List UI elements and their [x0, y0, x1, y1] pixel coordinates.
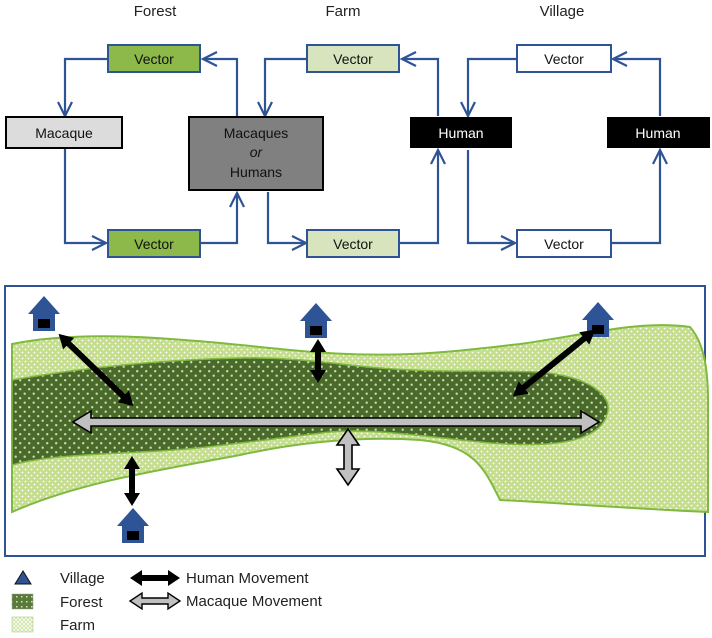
forest-zone	[11, 357, 609, 466]
forest-swatch-icon	[11, 593, 34, 610]
village-vector-bottom-box: Vector	[516, 229, 612, 258]
arrow-village-vector-to-village-human	[612, 147, 668, 245]
forest-vector-top-label: Vector	[134, 51, 174, 67]
arrow-mixed-to-farm-vector	[266, 192, 309, 251]
farm-swatch-icon	[11, 616, 34, 633]
human-movement-legend-icon	[130, 570, 180, 586]
legend-macaque-movement: Macaque Movement	[128, 591, 323, 611]
farm-vector-top-box: Vector	[306, 44, 400, 73]
village-human-label: Human	[635, 125, 680, 141]
mixed-host-line1: Macaques	[224, 125, 289, 141]
arrow-farm-vector-to-human	[400, 147, 446, 245]
arrow-forest-vector-to-mixed	[201, 190, 245, 245]
macaque-box: Macaque	[5, 116, 123, 149]
arrow-human-to-farm-vector	[399, 51, 440, 116]
village-vector-top-box: Vector	[516, 44, 612, 73]
legend: Village Forest Farm Human Movement Macaq…	[11, 570, 323, 634]
arrow-mixed-to-forest-vector	[200, 51, 239, 117]
village-human-box: Human	[607, 117, 710, 148]
mixed-host-box: Macaques or Humans	[188, 116, 324, 191]
human-movement-arrow	[512, 329, 596, 397]
forest-vector-top-box: Vector	[107, 44, 201, 73]
village-triangle-icon	[14, 570, 32, 585]
legend-macaque-movement-label: Macaque Movement	[186, 593, 323, 610]
human-movement-arrows	[58, 329, 596, 506]
legend-human-movement-label: Human Movement	[186, 570, 309, 587]
farm-vector-bottom-box: Vector	[306, 229, 400, 258]
arrow-village-vector-to-farm-human	[460, 57, 516, 119]
column-title-forest: Forest	[134, 3, 177, 20]
forest-vector-bottom-box: Vector	[107, 229, 201, 258]
macaque-movement-arrows	[71, 409, 601, 487]
legend-forest-label: Forest	[60, 594, 103, 611]
human-movement-arrow	[310, 339, 326, 383]
legend-farm: Farm	[11, 616, 95, 634]
macaque-movement-legend-icon	[128, 591, 182, 611]
legend-human-movement: Human Movement	[130, 570, 309, 587]
macaque-movement-arrow	[335, 427, 361, 487]
macaque-movement-arrow	[71, 409, 601, 435]
human-movement-arrow	[58, 333, 134, 407]
mixed-host-line2: or	[250, 144, 264, 160]
farm-human-label: Human	[438, 125, 483, 141]
legend-forest: Forest	[11, 593, 103, 611]
village-house-icon	[117, 508, 149, 543]
village-house-icon	[28, 296, 60, 331]
arrow-forest-vector-to-macaque	[57, 57, 108, 119]
column-title-farm: Farm	[326, 3, 361, 20]
village-house-icon	[300, 303, 332, 338]
mixed-host-line3: Humans	[230, 164, 282, 180]
macaque-label: Macaque	[35, 125, 93, 141]
arrow-farm-human-to-village-vector	[466, 150, 518, 251]
arrow-macaque-to-forest-vector	[63, 149, 109, 251]
legend-village: Village	[14, 570, 105, 587]
farm-vector-bottom-label: Vector	[333, 236, 373, 252]
landscape-map	[4, 285, 710, 557]
legend-village-label: Village	[60, 570, 105, 587]
farm-vector-top-label: Vector	[333, 51, 373, 67]
column-title-village: Village	[540, 3, 585, 20]
human-movement-arrow	[124, 456, 140, 506]
legend-farm-label: Farm	[60, 617, 95, 634]
farm-human-box: Human	[410, 117, 512, 148]
village-vector-top-label: Vector	[544, 51, 584, 67]
forest-vector-bottom-label: Vector	[134, 236, 174, 252]
arrow-village-human-to-village-vector	[610, 51, 662, 116]
village-vector-bottom-label: Vector	[544, 236, 584, 252]
arrow-farm-vector-to-mixed	[257, 57, 306, 119]
cycle-arrows	[57, 51, 668, 251]
